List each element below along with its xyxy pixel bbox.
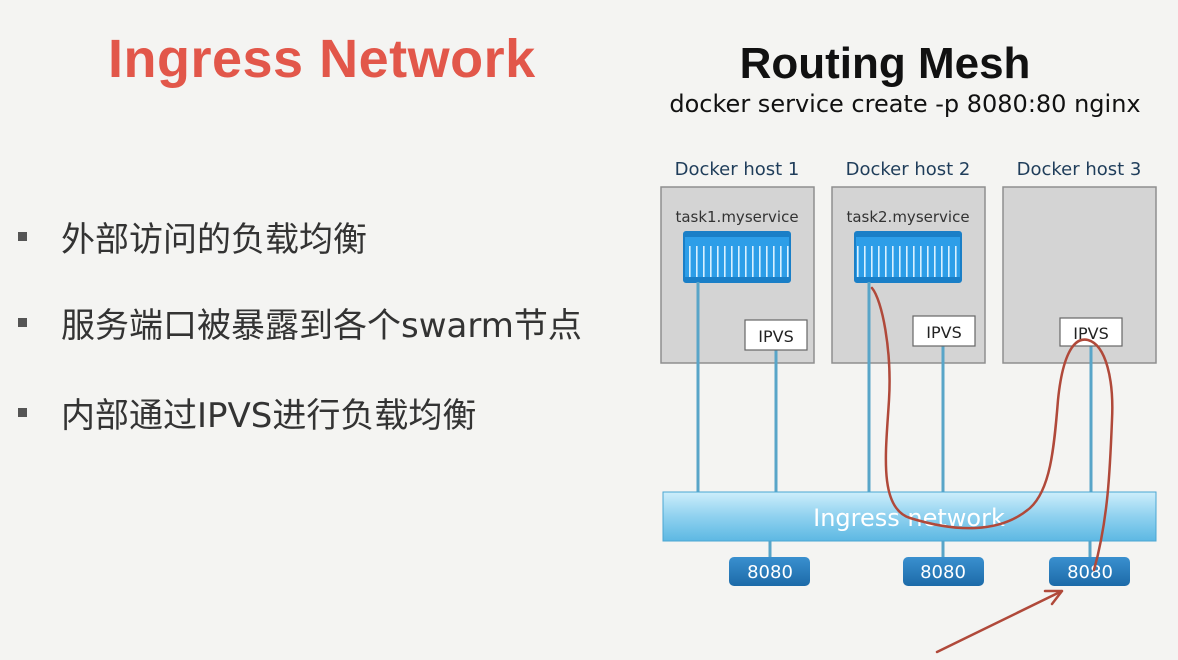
diagram-title: Routing Mesh — [740, 39, 1031, 88]
arrow-icon — [935, 589, 1064, 654]
bullet-text: 外部访问的负载均衡 — [61, 220, 367, 260]
port-label: 8080 — [747, 562, 793, 583]
bullet-item: 服务端口被暴露到各个swarm节点 — [18, 298, 582, 347]
port-label: 8080 — [920, 562, 966, 583]
task-label: task1.myservice — [675, 208, 798, 226]
container-icon — [854, 231, 962, 283]
square-bullet-icon — [18, 232, 27, 241]
ipvs-box — [912, 315, 976, 347]
bullet-item: 外部访问的负载均衡 — [18, 212, 367, 261]
ipvs-box — [744, 319, 808, 351]
port-label: 8080 — [1067, 562, 1113, 583]
port-box — [1049, 557, 1130, 586]
ipvs-label: IPVS — [926, 323, 961, 342]
bullet-item: 内部通过IPVS进行负载均衡 — [18, 388, 476, 437]
routing-path-annotation — [870, 286, 1114, 572]
ingress-network-bar — [662, 491, 1157, 542]
host-label: Docker host 3 — [1017, 159, 1142, 180]
ipvs-label: IPVS — [758, 327, 793, 346]
port-box — [903, 557, 984, 586]
diagram-command: docker service create -p 8080:80 nginx — [669, 90, 1140, 118]
port-box — [729, 557, 810, 586]
square-bullet-icon — [18, 408, 27, 417]
host-label: Docker host 1 — [675, 159, 800, 180]
bullet-text: 服务端口被暴露到各个swarm节点 — [61, 306, 582, 346]
ipvs-label: IPVS — [1073, 324, 1108, 343]
bullet-text: 内部通过IPVS进行负载均衡 — [61, 396, 477, 436]
square-bullet-icon — [18, 318, 27, 327]
slide-title: Ingress Network — [108, 29, 536, 89]
connection-lines — [696, 282, 1093, 558]
host-label: Docker host 2 — [846, 159, 971, 180]
task-label: task2.myservice — [846, 208, 969, 226]
container-icon — [683, 231, 791, 283]
